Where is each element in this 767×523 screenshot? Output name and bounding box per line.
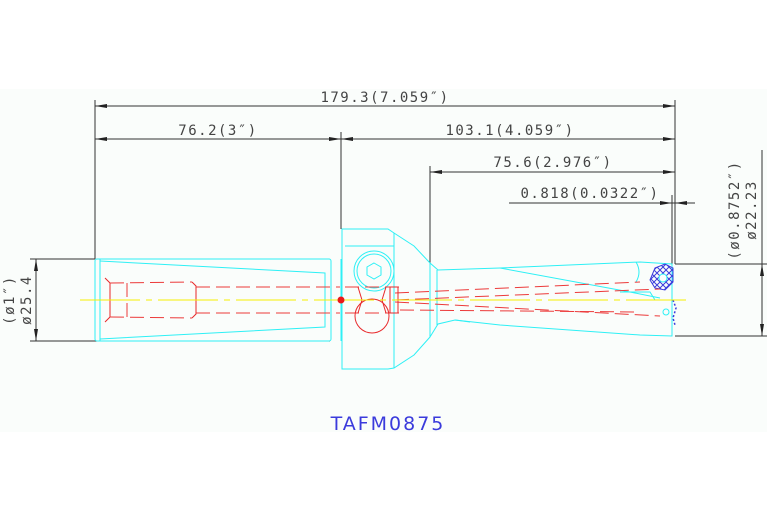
shank-diameter-metric-text: ø25.4 bbox=[19, 275, 35, 325]
shank-diameter-inch-text: (ø1″) bbox=[2, 275, 18, 325]
dimension-flute-length: 75.6(2.976″) bbox=[430, 155, 675, 174]
flute-length-text: 75.6(2.976″) bbox=[493, 155, 612, 171]
cutting-diameter-metric-text: ø22.23 bbox=[744, 180, 760, 240]
shank-length-text: 76.2(3″) bbox=[178, 123, 257, 139]
dimension-tip-offset: 0.818(0.0322″) bbox=[509, 186, 695, 205]
overall-length-text: 179.3(7.059″) bbox=[320, 90, 449, 106]
dimension-overall-length: 179.3(7.059″) bbox=[95, 90, 675, 108]
cutting-diameter-inch-text: (ø0.8752″) bbox=[727, 160, 743, 259]
part-number-label: TAFM0875 bbox=[330, 413, 446, 435]
extension-lines bbox=[94, 100, 676, 264]
tip-offset-text: 0.818(0.0322″) bbox=[520, 186, 659, 202]
clamp-screw bbox=[353, 250, 395, 292]
drawing-panel bbox=[0, 89, 767, 432]
dimension-body-length: 103.1(4.059″) bbox=[341, 123, 675, 141]
tool-body bbox=[429, 261, 673, 338]
body-length-text: 103.1(4.059″) bbox=[445, 123, 574, 139]
dimension-shank-length: 76.2(3″) bbox=[95, 123, 341, 141]
cutting-insert bbox=[649, 263, 677, 326]
coolant-channels bbox=[345, 281, 661, 334]
datum-point bbox=[337, 296, 345, 304]
dimension-cutting-diameter: (ø0.8752″) ø22.23 bbox=[675, 150, 767, 337]
